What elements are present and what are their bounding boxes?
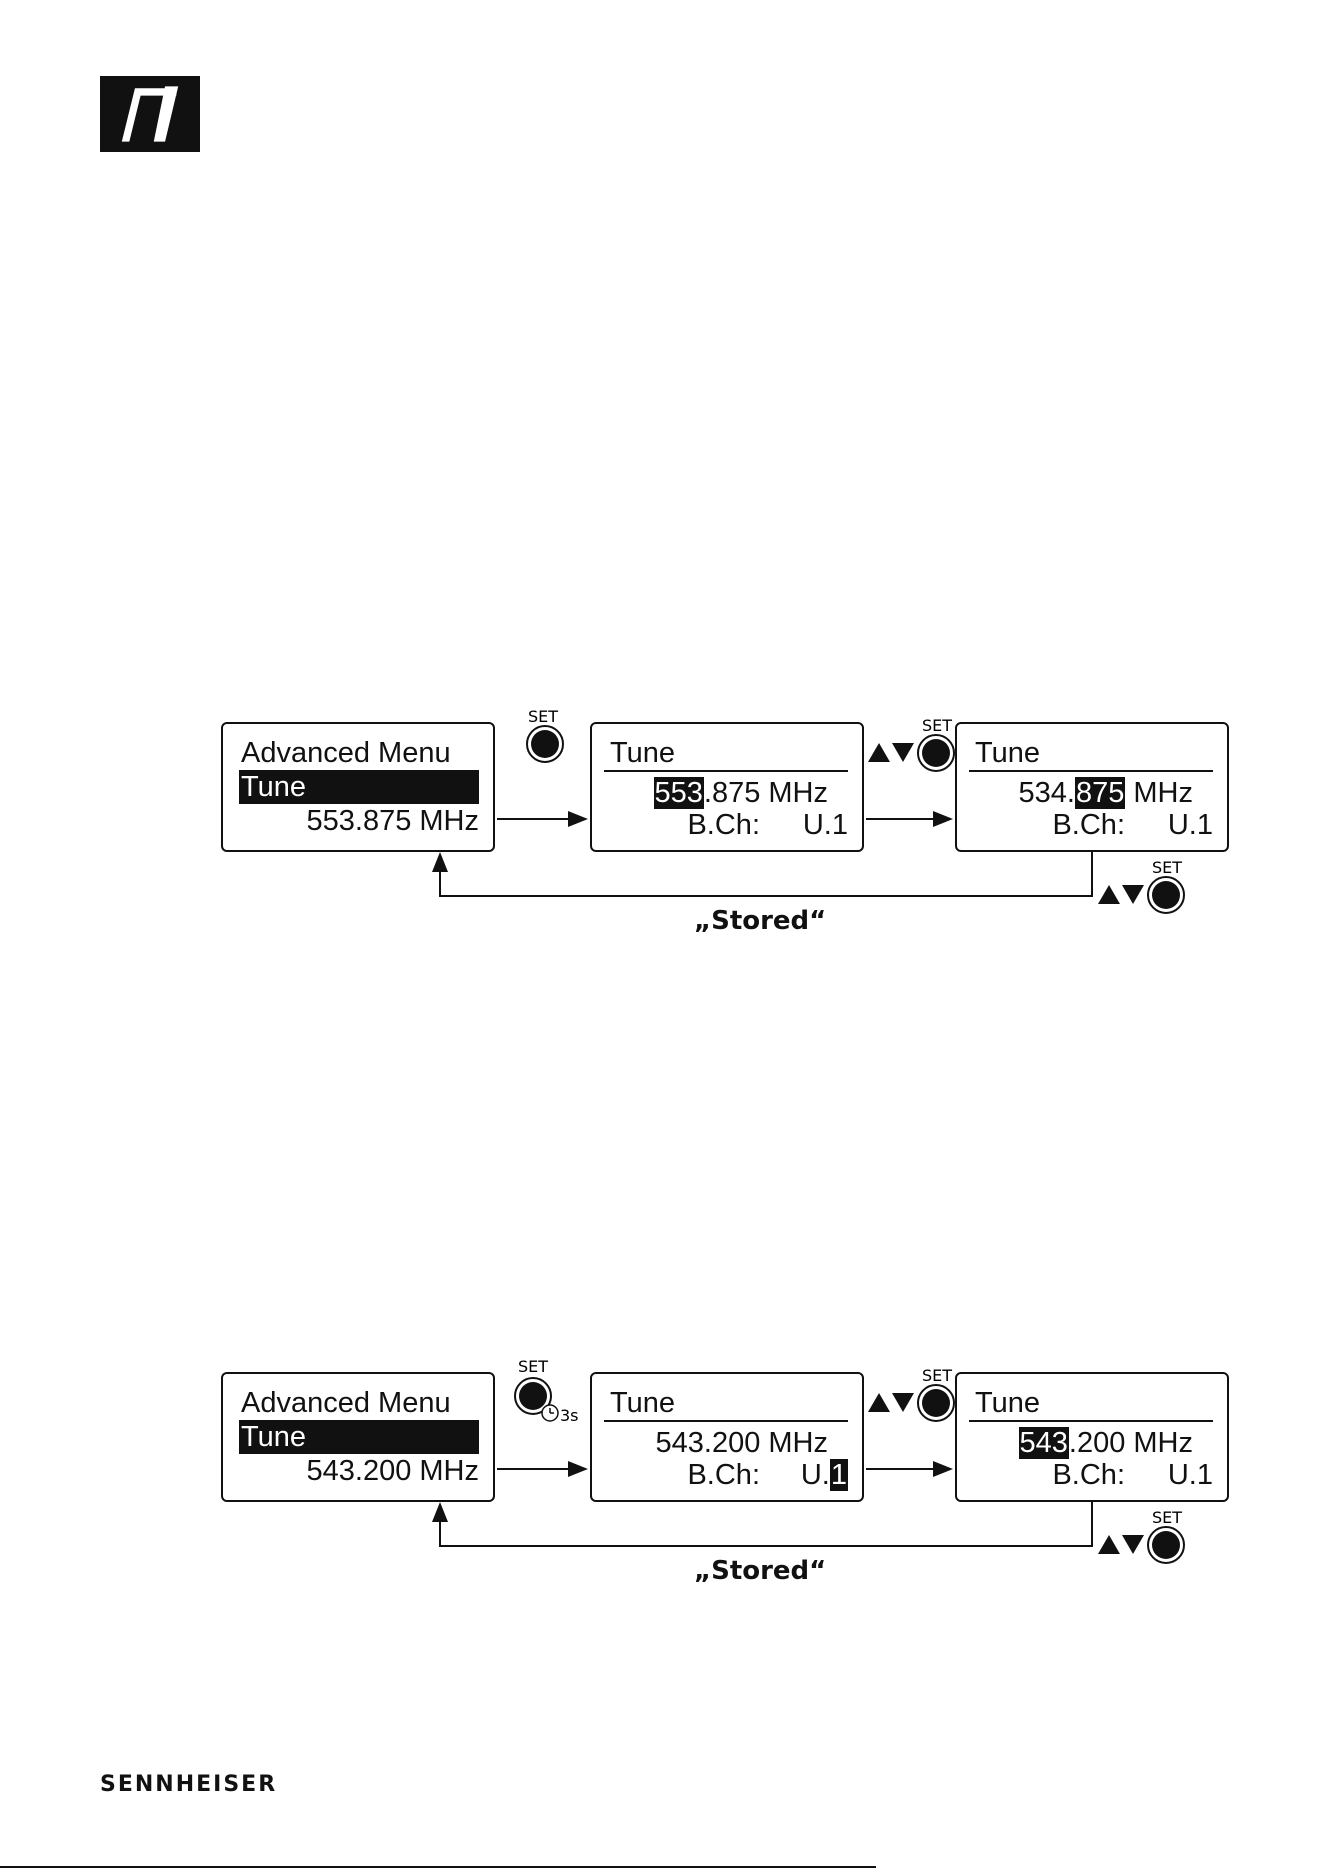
arrow-right-icon [568,1461,588,1477]
footer-divider [0,1866,876,1868]
up-arrow-icon [868,1393,890,1412]
set-label: SET [922,716,952,735]
up-arrow-icon [868,743,890,762]
arrow-up-icon [432,1502,448,1522]
up-arrow-icon [1098,1535,1120,1554]
set-button-icon [1148,877,1184,913]
set-label: SET [1152,858,1182,877]
arrow-right-icon [933,811,953,827]
set-label: SET [922,1366,952,1385]
set-label: SET [518,1357,548,1376]
set-button-icon [1148,1527,1184,1563]
set-button-icon [918,735,954,771]
arrow-right-icon [933,1461,953,1477]
set-button-icon [918,1385,954,1421]
flow-connectors: SET 3s SET SET [0,1350,1324,1610]
flow-connectors: SET SET SET [0,700,1324,960]
hold-duration-label: 3s [560,1406,579,1425]
tune-diagram-frequency: Advanced Menu Tune 553.875 MHz Tune 553.… [0,700,1324,960]
arrow-up-icon [432,852,448,872]
set-button-icon [527,726,563,762]
set-label: SET [1152,1508,1182,1527]
up-arrow-icon [1098,885,1120,904]
timer-icon [542,1405,558,1421]
tune-diagram-bank-channel: Advanced Menu Tune 543.200 MHz Tune 543.… [0,1350,1324,1610]
down-arrow-icon [892,1393,914,1412]
sennheiser-logo-icon [100,76,200,152]
down-arrow-icon [1122,885,1144,904]
arrow-right-icon [568,811,588,827]
stored-label: „Stored“ [694,906,826,936]
stored-label: „Stored“ [694,1556,826,1586]
brand-wordmark: SENNHEISER [100,1772,277,1797]
set-label: SET [528,707,558,726]
down-arrow-icon [1122,1535,1144,1554]
down-arrow-icon [892,743,914,762]
